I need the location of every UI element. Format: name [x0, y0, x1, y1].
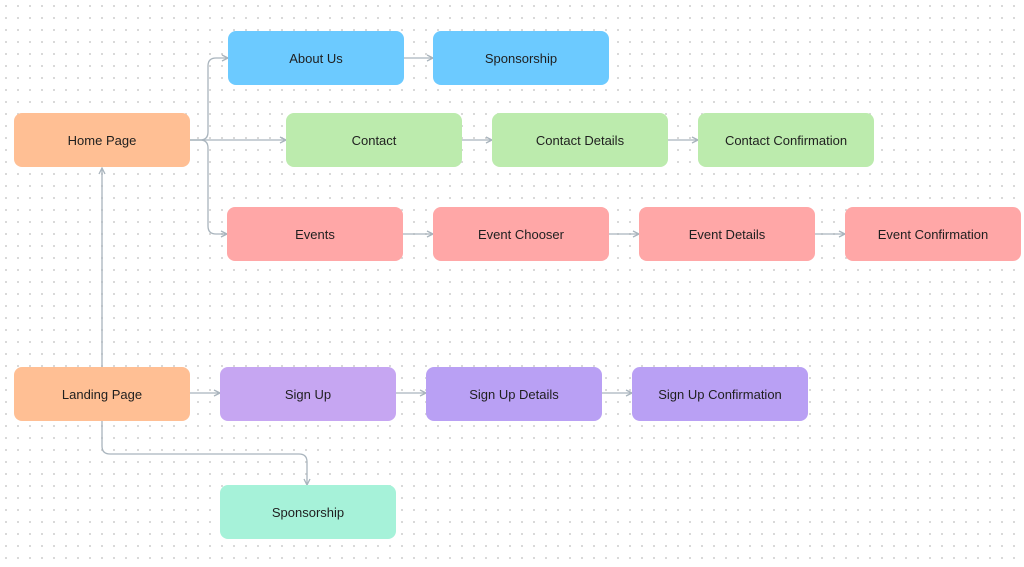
node-sign-up[interactable]: Sign Up	[220, 367, 396, 421]
node-landing-page[interactable]: Landing Page	[14, 367, 190, 421]
edge-home-about	[190, 58, 228, 141]
node-contact-confirmation[interactable]: Contact Confirmation	[698, 113, 874, 167]
node-sign-up-confirmation[interactable]: Sign Up Confirmation	[632, 367, 808, 421]
node-event-chooser[interactable]: Event Chooser	[433, 207, 609, 261]
node-about-us[interactable]: About Us	[228, 31, 404, 85]
node-contact-details[interactable]: Contact Details	[492, 113, 668, 167]
node-events[interactable]: Events	[227, 207, 403, 261]
node-home-page[interactable]: Home Page	[14, 113, 190, 167]
node-sponsorship-top[interactable]: Sponsorship	[433, 31, 609, 85]
node-sign-up-details[interactable]: Sign Up Details	[426, 367, 602, 421]
node-event-confirmation[interactable]: Event Confirmation	[845, 207, 1021, 261]
edge-home-events	[190, 139, 227, 234]
node-sponsorship-bottom[interactable]: Sponsorship	[220, 485, 396, 539]
edge-landing-sponsorship	[101, 420, 307, 485]
node-event-details[interactable]: Event Details	[639, 207, 815, 261]
node-contact[interactable]: Contact	[286, 113, 462, 167]
